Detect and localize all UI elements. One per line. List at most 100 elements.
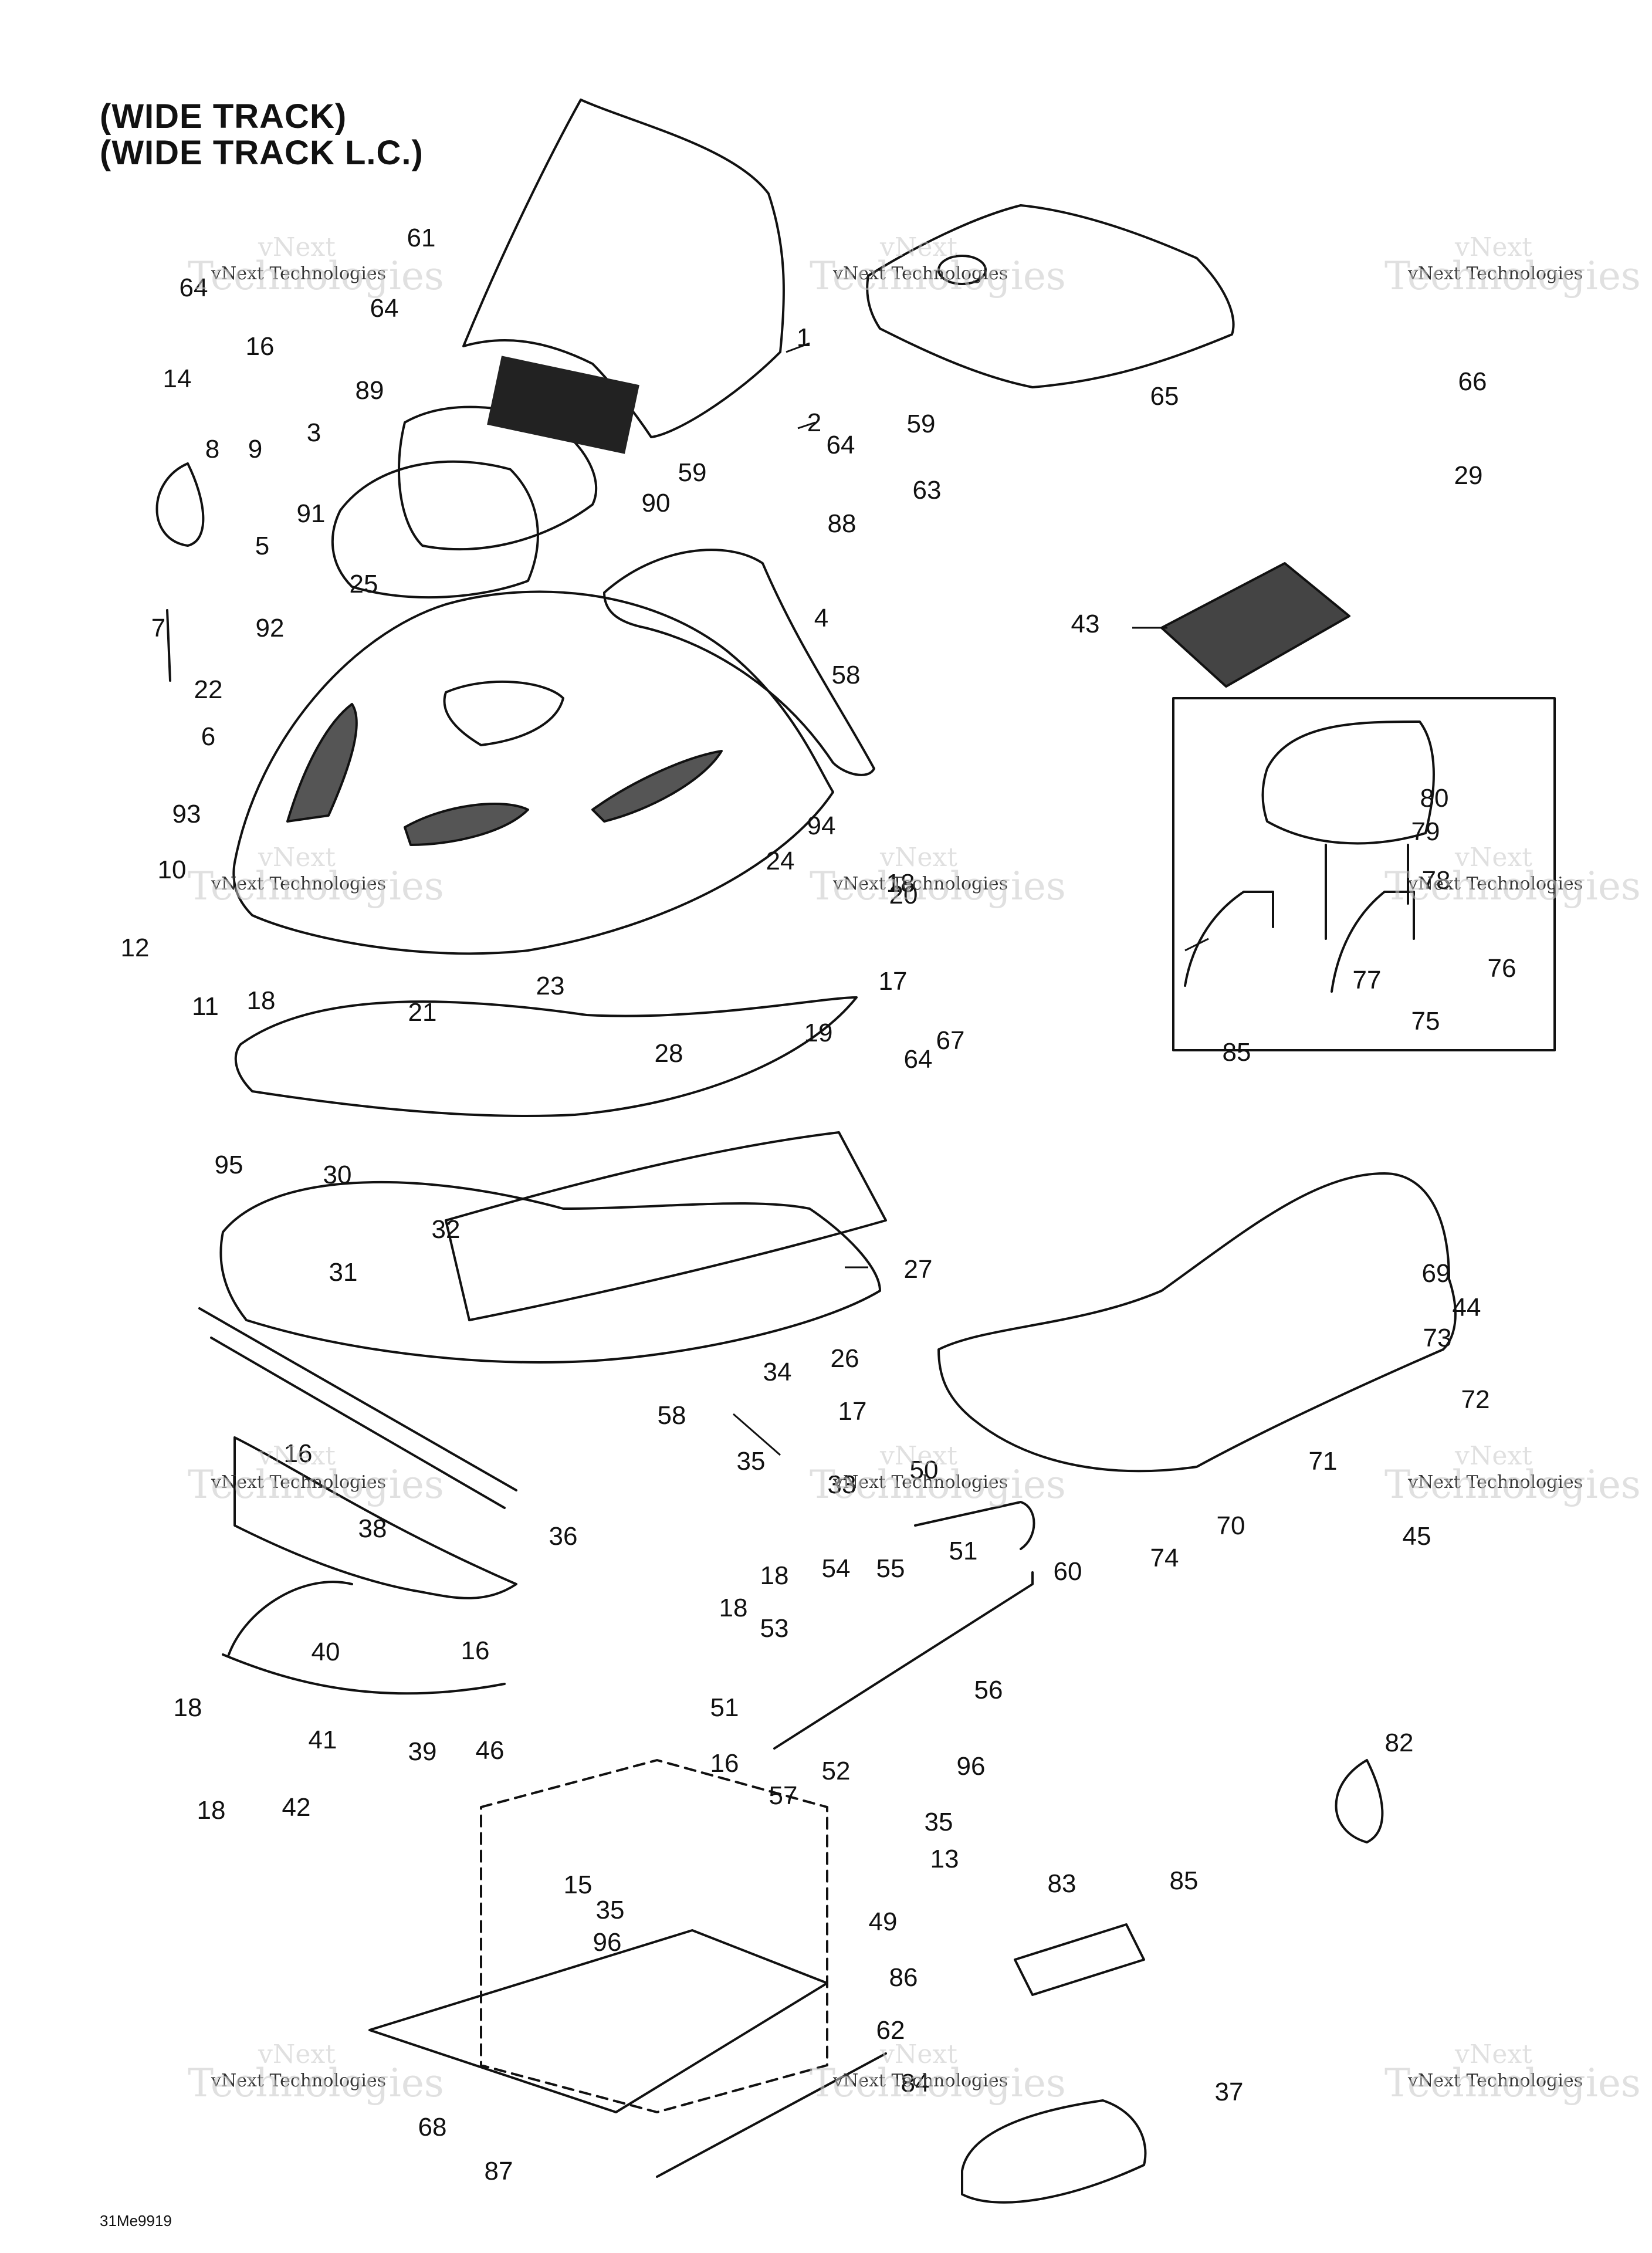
part-callout-56: 56: [974, 1676, 1003, 1704]
part-callout-26: 26: [831, 1344, 859, 1373]
part-callout-80: 80: [1420, 784, 1449, 813]
part-callout-1: 1: [797, 323, 811, 352]
watermark: vNext Technologies vNext Technologies: [1384, 232, 1641, 299]
cable-loop-8: [155, 462, 205, 547]
part-callout-37: 37: [1215, 2078, 1244, 2106]
part-callout-40: 40: [312, 1638, 340, 1666]
rear-pan: [445, 1131, 887, 1321]
part-callout-46: 46: [476, 1736, 505, 1765]
watermark: vNext Technologies vNext Technologies: [1384, 2039, 1641, 2106]
part-callout-20: 20: [889, 881, 918, 909]
watermark: vNext Technologies vNext Technologies: [810, 843, 1066, 909]
part-callout-2: 2: [807, 408, 821, 437]
top-cover-panel: [866, 204, 1235, 388]
part-callout-31: 31: [329, 1258, 358, 1287]
part-callout-79: 79: [1411, 817, 1440, 846]
part-callout-58: 58: [658, 1401, 686, 1430]
part-callout-13: 13: [930, 1845, 959, 1873]
part-callout-44: 44: [1453, 1293, 1481, 1322]
spring-7: [166, 609, 171, 682]
part-callout-30: 30: [323, 1161, 352, 1189]
part-callout-90: 90: [642, 489, 671, 517]
part-callout-93: 93: [172, 800, 201, 828]
part-callout-65: 65: [1150, 382, 1179, 411]
part-callout-43: 43: [1071, 610, 1100, 638]
part-callout-87: 87: [485, 2157, 513, 2186]
part-callout-57: 57: [769, 1781, 798, 1810]
part-callout-36: 36: [549, 1522, 578, 1551]
part-callout-18: 18: [197, 1796, 226, 1825]
part-callout-32: 32: [432, 1215, 461, 1244]
part-callout-50: 50: [910, 1456, 939, 1484]
part-callout-21: 21: [408, 998, 437, 1027]
front-bumper-lower: [234, 996, 858, 1117]
seat-pad-43: [1160, 562, 1350, 688]
steering-tube-50: [914, 1501, 1035, 1550]
part-callout-16: 16: [461, 1636, 490, 1665]
part-callout-75: 75: [1411, 1007, 1440, 1036]
part-callout-39: 39: [408, 1737, 437, 1766]
watermark: vNext Technologies vNext Technologies: [1384, 843, 1641, 909]
cable-loop-82: [1335, 1759, 1384, 1843]
watermark: vNext Technologies vNext Technologies: [1384, 1441, 1641, 1507]
hood-vent-left: [286, 703, 358, 823]
part-callout-14: 14: [163, 364, 192, 393]
hood-vent-center: [404, 803, 529, 846]
part-callout-51: 51: [949, 1537, 978, 1565]
part-callout-25: 25: [350, 570, 378, 598]
part-callout-42: 42: [282, 1793, 311, 1822]
part-callout-33: 33: [828, 1470, 857, 1499]
part-callout-96: 96: [957, 1752, 986, 1781]
console-housing: [331, 460, 539, 599]
part-callout-66: 66: [1458, 367, 1487, 396]
part-callout-22: 22: [194, 675, 223, 704]
seat-pad-38: [961, 2099, 1147, 2204]
part-callout-23: 23: [536, 972, 565, 1000]
part-callout-62: 62: [876, 2016, 905, 2045]
part-callout-94: 94: [807, 811, 836, 840]
watermark: vNext Technologies vNext Technologies: [188, 232, 444, 299]
part-callout-64: 64: [180, 273, 208, 302]
part-callout-17: 17: [879, 967, 908, 996]
part-callout-11: 11: [192, 992, 219, 1021]
part-callout-85: 85: [1170, 1866, 1199, 1895]
part-callout-6: 6: [201, 722, 215, 751]
part-callout-59: 59: [907, 410, 936, 438]
part-callout-35: 35: [925, 1808, 953, 1836]
part-callout-27: 27: [904, 1255, 933, 1284]
diagram-title-line-1: (WIDE TRACK): [100, 97, 347, 136]
part-callout-16: 16: [710, 1749, 739, 1778]
part-callout-85: 85: [1223, 1038, 1251, 1067]
part-callout-9: 9: [248, 435, 262, 464]
part-callout-67: 67: [936, 1026, 965, 1055]
part-callout-18: 18: [719, 1594, 748, 1622]
part-callout-91: 91: [297, 499, 326, 528]
watermark: vNext Technologies vNext Technologies: [188, 843, 444, 909]
part-callout-18: 18: [174, 1693, 202, 1722]
battery-frame: [480, 1759, 828, 2113]
grille-block: [487, 356, 639, 454]
part-callout-64: 64: [827, 431, 855, 459]
watermark: vNext Technologies vNext Technologies: [188, 1441, 444, 1507]
part-callout-28: 28: [655, 1039, 683, 1068]
part-callout-35: 35: [737, 1447, 766, 1476]
bottom-pan: [219, 1180, 881, 1364]
part-callout-8: 8: [205, 435, 219, 464]
part-callout-49: 49: [869, 1907, 898, 1936]
part-callout-89: 89: [356, 376, 384, 405]
watermark: vNext Technologies vNext Technologies: [810, 2039, 1066, 2106]
part-callout-38: 38: [358, 1514, 387, 1543]
front-bumper-39: [222, 1581, 506, 1695]
part-callout-18: 18: [760, 1561, 789, 1590]
bracket-83: [1014, 1923, 1145, 1996]
part-callout-78: 78: [1422, 866, 1451, 895]
part-callout-3: 3: [307, 418, 321, 447]
part-callout-29: 29: [1454, 461, 1483, 490]
part-callout-35: 35: [596, 1896, 625, 1924]
diagram-reference-code: 31Me9919: [100, 2212, 172, 2230]
part-callout-4: 4: [814, 604, 828, 632]
part-callout-24: 24: [766, 847, 795, 875]
diagram-title-line-2: (WIDE TRACK L.C.): [100, 134, 424, 172]
part-callout-88: 88: [828, 509, 857, 538]
